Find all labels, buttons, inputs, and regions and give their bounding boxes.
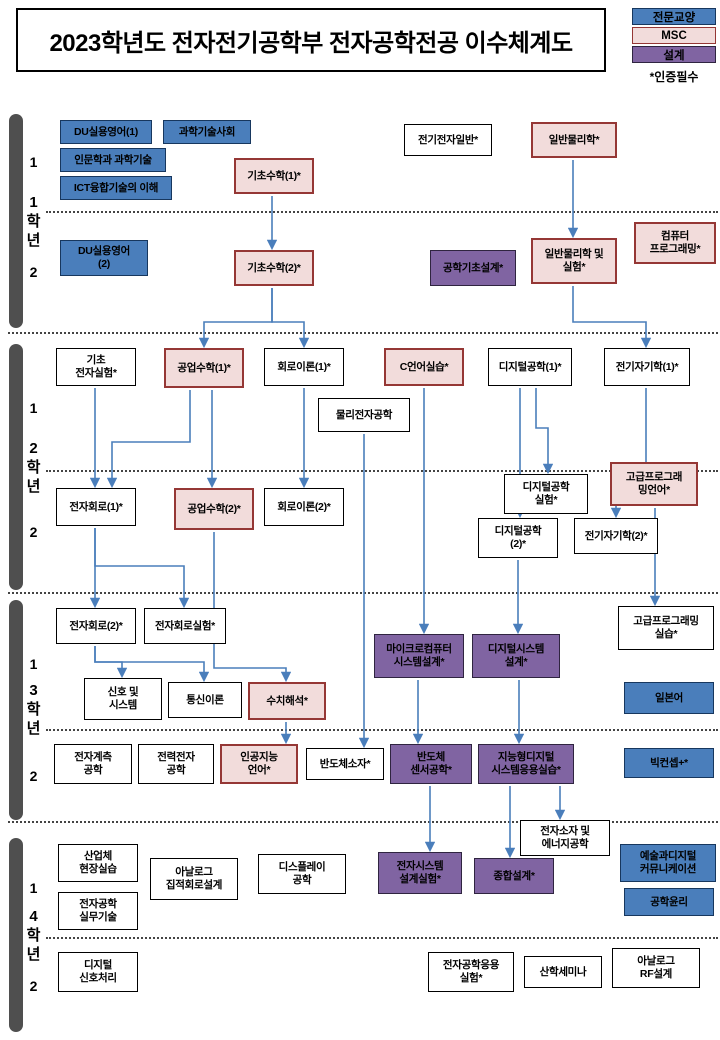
course-ai-language: 인공지능 언어* [220,744,298,784]
arrow-engineering-math-1--electronic-circuits-1 [106,390,191,489]
divider-4 [8,592,718,594]
course-engineering-math-1: 공업수학(1)* [164,348,244,388]
course-display-engineering: 디스플레이 공학 [258,854,346,894]
year-4-label: 4학년 [26,907,41,963]
course-c-language-practice: C언어실습* [384,348,464,386]
course-electronic-circuits-1: 전자회로(1)* [56,488,136,526]
course-electronic-system-design-lab: 전자시스템 설계실험* [378,852,462,894]
arrow-basic-math-2--engineering-math-1 [198,288,273,349]
course-electric-electronics-general: 전기전자일반* [404,124,492,156]
course-electronic-circuits-lab: 전자회로실험* [144,608,226,644]
legend: 전문교양 MSC 설계 *인증필수 [632,8,716,85]
course-general-physics: 일반물리학* [531,122,617,158]
course-humanities-science-tech: 인문학과 과학기술 [60,148,166,172]
year-1-semester-1-label: 1 [29,154,38,170]
course-basic-math-1: 기초수학(1)* [234,158,314,194]
course-circuit-theory-1: 회로이론(1)* [264,348,344,386]
course-signals-systems: 신호 및 시스템 [84,678,162,720]
course-digital-system-design: 디지털시스템 설계* [472,634,560,678]
year-2-bar [9,344,23,590]
legend-item-general-education: 전문교양 [632,8,716,25]
course-japanese: 일본어 [624,682,714,714]
course-advanced-programming-language: 고급프로그래 밍언어* [610,462,698,506]
certification-required-note: *인증필수 [649,70,699,84]
course-electronic-measurement: 전자계측 공학 [54,744,132,784]
legend-item-design: 설계 [632,46,716,63]
course-electromagnetics-1: 전기자기학(1)* [604,348,690,386]
year-4-semester-1-label: 1 [29,880,38,896]
year-2-semester-1-label: 1 [29,400,38,416]
course-advanced-programming-practice: 고급프로그래밍 실습* [618,606,714,650]
course-digital-logic-2: 디지털공학 (2)* [478,518,558,558]
page-title-text: 2023학년도 전자전기공학부 전자공학전공 이수체계도 [49,29,573,57]
year-4-bar [9,838,23,1032]
course-communication-theory: 통신이론 [168,682,242,718]
arrow-basic-math-2--circuit-theory-1 [271,288,310,349]
course-capstone-design: 종합설계* [474,858,554,894]
course-power-electronics: 전력전자 공학 [138,744,214,784]
course-semiconductor-devices: 반도체소자* [306,748,384,780]
divider-3 [46,470,718,472]
divider-1 [46,211,718,213]
year-3-semester-1-label: 1 [29,656,38,672]
course-basic-math-2: 기초수학(2)* [234,250,314,286]
course-electronic-devices-energy: 전자소자 및 에너지공학 [520,820,610,856]
course-engineering-ethics: 공학윤리 [624,888,714,916]
arrow-electronic-circuits-2--communication-theory [94,646,210,683]
course-semiconductor-sensor: 반도체 센서공학* [390,744,472,784]
course-circuit-theory-2: 회로이론(2)* [264,488,344,526]
course-ict-convergence: ICT융합기술의 이해 [60,176,172,200]
divider-2 [8,332,718,334]
course-engineering-math-2: 공업수학(2)* [174,488,254,530]
course-electromagnetics-2: 전기자기학(2)* [574,518,658,554]
year-4-semester-2-label: 2 [29,978,38,994]
arrow-digital-logic-1--digital-logic-lab [535,388,554,475]
arrow-electronic-circuits-2--signals-systems [94,646,128,679]
course-general-physics-lab: 일반물리학 및 실험* [531,238,617,284]
arrow-engineering-math-2--numerical-analysis [213,532,292,683]
course-analog-ic-design: 아날로그 집적회로설계 [150,858,238,900]
course-industry-field-practice: 산업체 현장실습 [58,844,138,882]
course-digital-signal-processing: 디지털 신호처리 [58,952,138,992]
page-title: 2023학년도 전자전기공학부 전자공학전공 이수체계도 [16,8,606,72]
course-basic-electronics-lab: 기초 전자실험* [56,348,136,386]
course-digital-logic-1: 디지털공학(1)* [488,348,572,386]
course-art-digital-communication: 예술과디지털 커뮤니케이션 [620,844,716,882]
course-du-english-2: DU실용영어 (2) [60,240,148,276]
year-1-label: 1학년 [26,193,41,249]
divider-6 [8,821,718,823]
course-big-concept-plus: 빅컨셉+* [624,748,714,778]
course-digital-logic-lab: 디지털공학 실험* [504,474,588,514]
year-1-semester-2-label: 2 [29,264,38,280]
course-intelligent-digital-practice: 지능형디지털 시스템응용실습* [478,744,574,784]
year-3-label: 3학년 [26,681,41,737]
course-physical-electronics: 물리전자공학 [318,398,410,432]
arrow-general-physics-lab--electromagnetics-1 [572,286,652,349]
course-electronics-practical-skills: 전자공학 실무기술 [58,892,138,930]
course-microcomputer-system-design: 마이크로컴퓨터 시스템설계* [374,634,464,678]
course-du-english-1: DU실용영어(1) [60,120,152,144]
course-electronics-applied-lab: 전자공학응용 실험* [428,952,514,992]
year-3-semester-2-label: 2 [29,768,38,784]
year-1-bar [9,114,23,328]
course-analog-rf-design: 아날로그 RF설계 [612,948,700,988]
year-2-semester-2-label: 2 [29,524,38,540]
divider-5 [46,729,718,731]
course-science-tech-society: 과학기술사회 [163,120,251,144]
year-2-label: 2학년 [26,439,41,495]
legend-item-msc: MSC [632,27,716,44]
course-computer-programming: 컴퓨터 프로그래밍* [634,222,716,264]
year-3-bar [9,600,23,820]
course-industry-academic-seminar: 산학세미나 [524,956,602,988]
arrow-electronic-circuits-1--electronic-circuits-lab [94,528,190,609]
course-engineering-basic-design: 공학기초설계* [430,250,516,286]
course-electronic-circuits-2: 전자회로(2)* [56,608,136,644]
course-numerical-analysis: 수치해석* [248,682,326,720]
divider-7 [46,937,718,939]
